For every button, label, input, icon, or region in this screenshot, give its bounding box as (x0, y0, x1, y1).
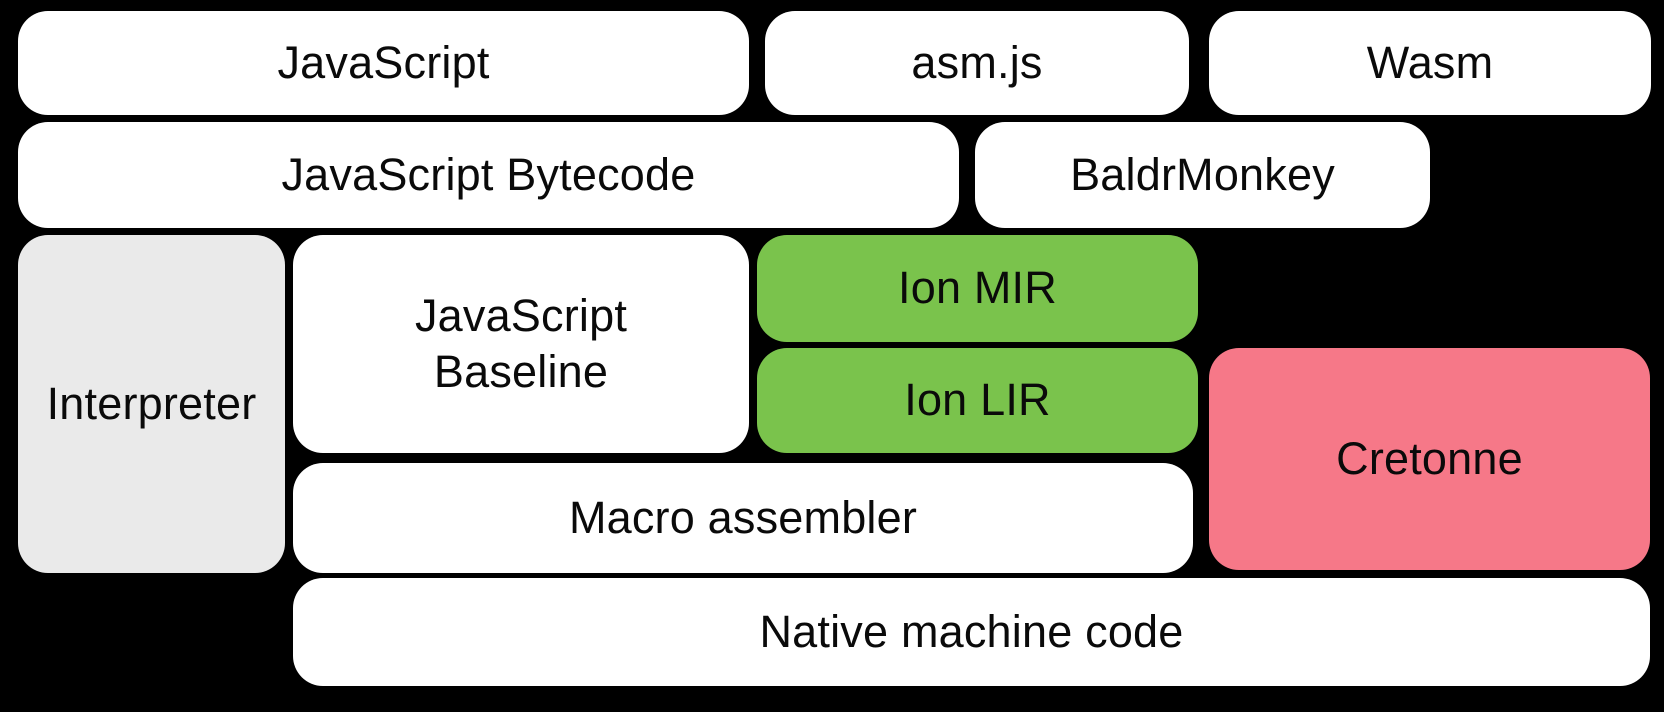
box-baldrmonkey: BaldrMonkey (975, 122, 1430, 228)
box-cretonne: Cretonne (1209, 348, 1650, 570)
box-wasm-label: Wasm (1366, 36, 1494, 88)
box-asm-js: asm.js (765, 11, 1189, 115)
box-asm-js-label: asm.js (911, 36, 1043, 88)
box-macro-assembler: Macro assembler (293, 463, 1193, 573)
box-wasm: Wasm (1209, 11, 1651, 115)
box-javascript-bytecode-label: JavaScript Bytecode (281, 148, 696, 200)
box-baldrmonkey-label: BaldrMonkey (1070, 148, 1335, 200)
box-cretonne-label: Cretonne (1336, 432, 1523, 484)
box-ion-mir-label: Ion MIR (898, 262, 1057, 314)
box-interpreter-label: Interpreter (46, 377, 257, 429)
box-javascript-baseline-label: JavaScript Baseline (414, 289, 628, 397)
box-javascript-bytecode: JavaScript Bytecode (18, 122, 959, 228)
box-native-machine-code-label: Native machine code (759, 605, 1184, 657)
box-javascript-baseline: JavaScript Baseline (293, 235, 749, 453)
box-ion-mir: Ion MIR (757, 235, 1198, 342)
box-ion-lir: Ion LIR (757, 348, 1198, 453)
box-macro-assembler-label: Macro assembler (568, 491, 918, 543)
box-javascript: JavaScript (18, 11, 749, 115)
box-native-machine-code: Native machine code (293, 578, 1650, 686)
box-ion-lir-label: Ion LIR (904, 374, 1051, 426)
box-javascript-label: JavaScript (277, 36, 490, 88)
box-interpreter: Interpreter (18, 235, 285, 573)
